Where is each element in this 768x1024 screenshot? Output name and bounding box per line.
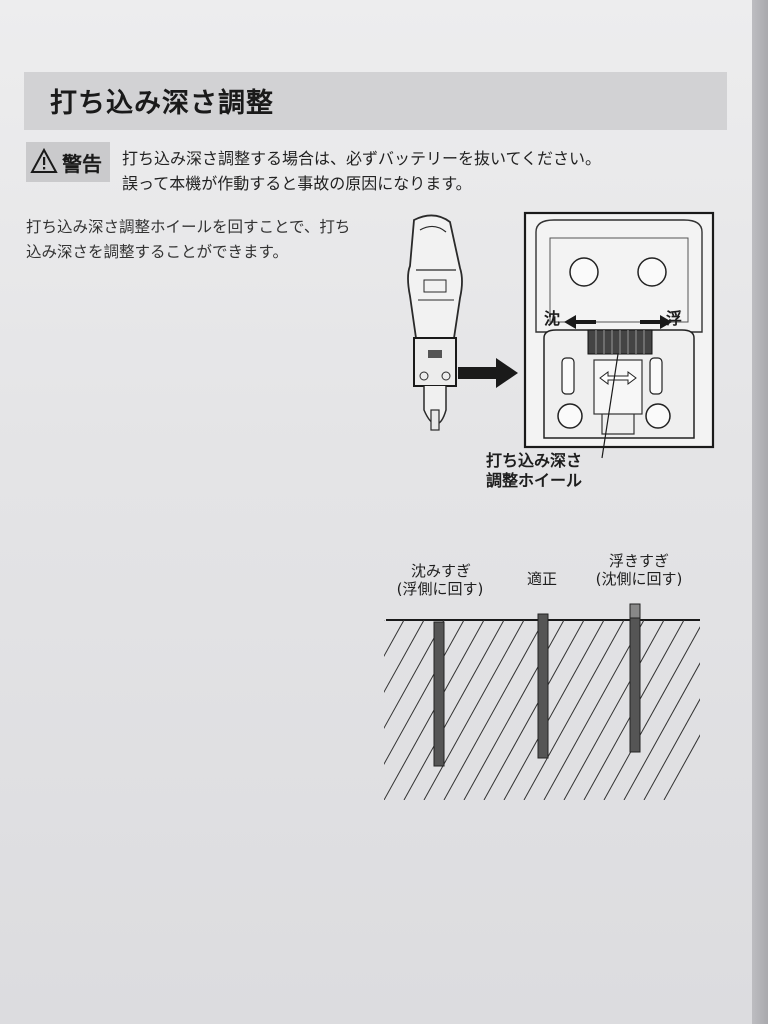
intro-text-line1: 打ち込み深さ調整ホイールを回すことで、打ち (26, 218, 351, 236)
nail-too-shallow (629, 603, 641, 753)
nail-too-deep (433, 621, 445, 767)
warning-badge: 警告 (26, 142, 110, 182)
correct-label: 適正 (526, 570, 557, 588)
wheel-label-line2: 調整ホイール (486, 471, 583, 490)
page-edge-shadow (752, 0, 768, 1024)
too-deep-label-line2: (浮側に回す) (396, 580, 484, 598)
wheel-label-line1: 打ち込み深さ (486, 451, 583, 470)
section-title: 打ち込み深さ調整 (50, 88, 274, 119)
nail-depth-diagram (384, 603, 700, 800)
adjustment-wheel-detail-illustration (523, 211, 715, 459)
manual-page: 打ち込み深さ調整 警告 打ち込み深さ調整する場合は、必ずバッテリーを抜いてくださ… (0, 0, 752, 1024)
warning-text-line1: 打ち込み深さ調整する場合は、必ずバッテリーを抜いてください。 (122, 149, 602, 168)
nailer-tool-illustration (407, 214, 463, 431)
warning-triangle-icon (30, 147, 58, 173)
zoom-arrow-icon (458, 358, 518, 388)
float-direction-label: 浮 (666, 309, 683, 328)
wood-hatching (384, 620, 700, 800)
warning-text-line2: 誤って本機が作動すると事故の原因になります。 (122, 174, 472, 193)
intro-text-line2: 込み深さを調整することができます。 (26, 243, 288, 261)
warning-label: 警告 (62, 152, 102, 176)
sink-direction-label: 沈 (544, 309, 561, 328)
too-deep-label-line1: 沈みすぎ (410, 562, 471, 580)
nail-correct (537, 613, 549, 759)
too-shallow-label-line1: 浮きすぎ (608, 552, 669, 570)
section-title-bar: 打ち込み深さ調整 (24, 72, 727, 130)
too-shallow-label-line2: (沈側に回す) (595, 570, 683, 588)
